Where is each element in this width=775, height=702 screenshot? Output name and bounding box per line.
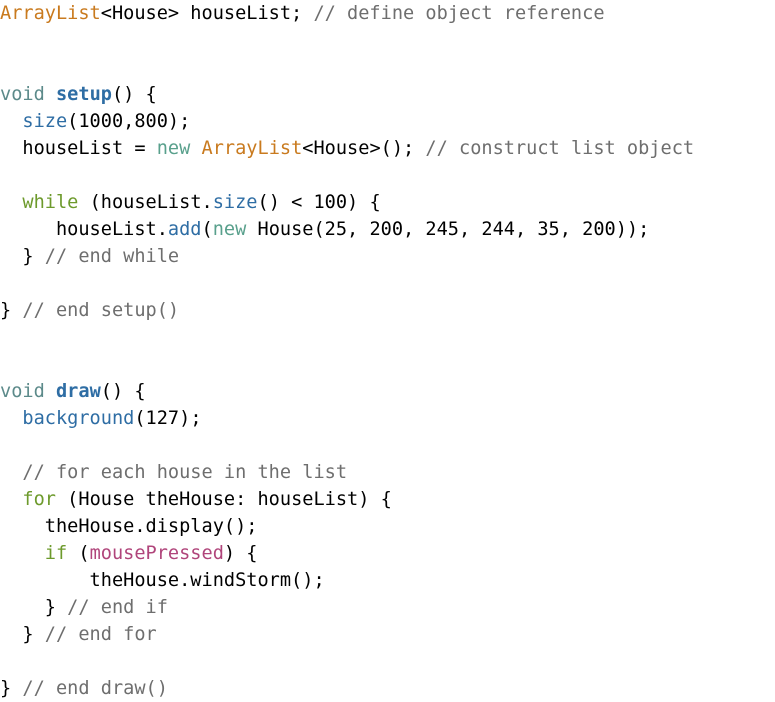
code-line: for (House theHouse: houseList) { bbox=[0, 486, 775, 513]
code-line: background(127); bbox=[0, 405, 775, 432]
builtin-variable-token: mousePressed bbox=[89, 543, 224, 564]
code-text-token: } bbox=[0, 597, 68, 618]
comment-token: // define object reference bbox=[313, 3, 605, 24]
control-keyword-token: while bbox=[22, 192, 79, 213]
code-text-token: () { bbox=[111, 84, 157, 105]
code-line: } // end for bbox=[0, 621, 775, 648]
code-text-token bbox=[0, 489, 22, 510]
function-name-token: draw bbox=[55, 381, 101, 402]
code-line bbox=[0, 54, 775, 81]
comment-token: // end if bbox=[67, 597, 168, 618]
code-text-token: houseList = bbox=[0, 138, 157, 159]
code-text-token: (houseList. bbox=[78, 192, 213, 213]
code-line bbox=[0, 432, 775, 459]
code-text-token: <House>(); bbox=[302, 138, 426, 159]
code-line: while (houseList.size() < 100) { bbox=[0, 189, 775, 216]
code-text-token: () < 100) { bbox=[257, 192, 381, 213]
code-line bbox=[0, 324, 775, 351]
code-text-token bbox=[0, 111, 22, 132]
code-line: } // end if bbox=[0, 594, 775, 621]
builtin-call-token: add bbox=[167, 219, 202, 240]
code-line: } // end while bbox=[0, 243, 775, 270]
code-line: } // end setup() bbox=[0, 297, 775, 324]
code-text-token bbox=[0, 462, 22, 483]
code-text-token: ( bbox=[201, 219, 213, 240]
code-text-token bbox=[0, 543, 45, 564]
code-text-token bbox=[45, 84, 56, 105]
code-text-token: theHouse.windStorm(); bbox=[0, 570, 325, 591]
code-text-token: <House> houseList; bbox=[100, 3, 314, 24]
code-line bbox=[0, 27, 775, 54]
code-line: if (mousePressed) { bbox=[0, 540, 775, 567]
new-keyword-token: new bbox=[156, 138, 191, 159]
code-line: // for each house in the list bbox=[0, 459, 775, 486]
class-name-token: ArrayList bbox=[201, 138, 303, 159]
code-text-token bbox=[0, 192, 22, 213]
class-name-token: ArrayList bbox=[0, 3, 101, 24]
builtin-call-token: size bbox=[22, 111, 68, 132]
comment-token: // construct list object bbox=[425, 138, 695, 159]
code-line: houseList.add(new House(25, 200, 245, 24… bbox=[0, 216, 775, 243]
code-text-token: House(25, 200, 245, 244, 35, 200)); bbox=[246, 219, 650, 240]
code-text-token: } bbox=[0, 624, 45, 645]
keyword-token: void bbox=[0, 84, 45, 105]
control-keyword-token: if bbox=[44, 543, 68, 564]
code-line: size(1000,800); bbox=[0, 108, 775, 135]
code-text-token: (1000,800); bbox=[67, 111, 191, 132]
code-text-token: } bbox=[0, 678, 23, 699]
code-line bbox=[0, 162, 775, 189]
code-text-token: (House theHouse: houseList) { bbox=[55, 489, 392, 510]
code-text-token bbox=[190, 138, 201, 159]
code-text-token: ( bbox=[67, 543, 90, 564]
code-line: } // end draw() bbox=[0, 675, 775, 702]
code-text-token: } bbox=[0, 246, 45, 267]
code-text-token bbox=[45, 381, 56, 402]
control-keyword-token: for bbox=[22, 489, 56, 510]
comment-token: // end for bbox=[44, 624, 157, 645]
code-line: ArrayList<House> houseList; // define ob… bbox=[0, 0, 775, 27]
code-line: void draw() { bbox=[0, 378, 775, 405]
keyword-token: void bbox=[0, 381, 45, 402]
code-text-token: ) { bbox=[223, 543, 258, 564]
code-text-token: theHouse.display(); bbox=[0, 516, 258, 537]
code-line: void setup() { bbox=[0, 81, 775, 108]
code-line bbox=[0, 351, 775, 378]
code-text-token bbox=[0, 408, 22, 429]
code-line: houseList = new ArrayList<House>(); // c… bbox=[0, 135, 775, 162]
comment-token: // end while bbox=[44, 246, 180, 267]
new-keyword-token: new bbox=[212, 219, 247, 240]
code-text-token: } bbox=[0, 300, 23, 321]
function-name-token: setup bbox=[55, 84, 112, 105]
builtin-call-token: size bbox=[212, 192, 258, 213]
code-line: theHouse.windStorm(); bbox=[0, 567, 775, 594]
comment-token: // end draw() bbox=[22, 678, 168, 699]
comment-token: // end setup() bbox=[22, 300, 180, 321]
builtin-call-token: background bbox=[22, 408, 135, 429]
code-line bbox=[0, 648, 775, 675]
code-text-token: (127); bbox=[134, 408, 202, 429]
code-line: theHouse.display(); bbox=[0, 513, 775, 540]
code-text-token: () { bbox=[100, 381, 146, 402]
code-line bbox=[0, 270, 775, 297]
comment-token: // for each house in the list bbox=[22, 462, 348, 483]
code-text-token: houseList. bbox=[0, 219, 168, 240]
